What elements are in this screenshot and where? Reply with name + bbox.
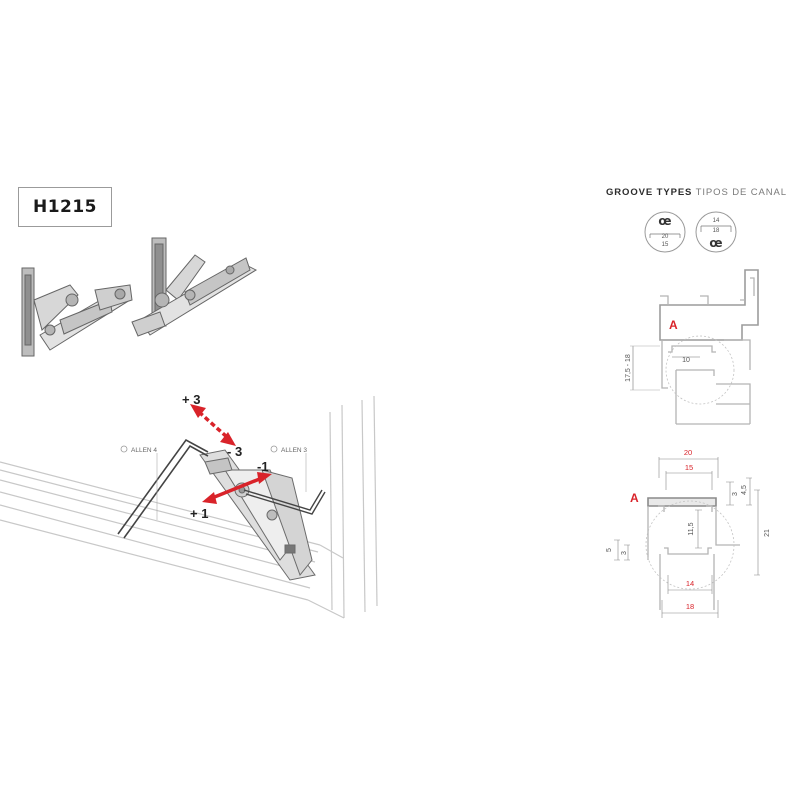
allen-4-marker-icon	[120, 445, 128, 453]
dim-14: 14	[686, 579, 694, 588]
dim-4-5: 4,5	[741, 485, 748, 495]
groove-icon-2-logo: œ	[709, 236, 722, 250]
profile-top-marker: A	[669, 318, 678, 332]
hinge-illustration-left	[21, 267, 133, 357]
adjust-label-plus3: + 3	[182, 392, 200, 407]
adjust-label-minus1: -1	[257, 459, 269, 474]
profile-top-height-dim: 17,5 - 18	[625, 354, 632, 382]
dim-20: 20	[684, 448, 692, 457]
groove-icon-1-logo: œ	[658, 214, 671, 228]
adjust-label-minus3: - 3	[227, 444, 242, 459]
groove-title-es: TIPOS DE CANAL	[695, 187, 787, 198]
dim-5: 5	[606, 548, 613, 552]
dim-3-bottom: 3	[621, 551, 628, 555]
product-code-box: H1215	[18, 187, 112, 227]
groove-icon-1-value-a: 20	[662, 234, 669, 240]
allen-3-marker-icon	[270, 445, 278, 453]
adjust-arrow-horizontal	[202, 472, 272, 504]
dim-18: 18	[686, 602, 694, 611]
groove-title-en: GROOVE TYPES	[606, 187, 693, 198]
window-frame	[0, 395, 378, 619]
dim-3-top: 3	[732, 492, 739, 496]
groove-icon-1: œ 20 15	[644, 211, 686, 253]
profile-top	[659, 269, 759, 425]
groove-icon-2: 14 18 œ	[695, 211, 737, 253]
allen-key-3	[243, 489, 326, 515]
dim-15: 15	[685, 463, 693, 472]
allen-3-label: ALLEN 3	[281, 447, 307, 454]
sash-hinge	[199, 449, 316, 581]
profile-bottom	[645, 497, 740, 610]
adjust-label-plus1: + 1	[190, 506, 208, 521]
dim-21: 21	[764, 529, 771, 537]
allen-4-label: ALLEN 4	[131, 447, 157, 454]
groove-icon-2-value-a: 14	[713, 218, 720, 224]
profile-top-width-dim: 10	[682, 357, 690, 364]
groove-types-title: GROOVE TYPES TIPOS DE CANAL	[606, 187, 787, 198]
product-code: H1215	[32, 197, 98, 217]
groove-icon-2-value-b: 18	[713, 228, 720, 234]
groove-icon-1-value-b: 15	[662, 242, 669, 248]
allen-key-4	[117, 438, 209, 539]
profile-bottom-dim-lines	[614, 457, 760, 618]
dim-11-5: 11,5	[688, 522, 695, 535]
adjust-arrow-vertical	[190, 404, 236, 446]
profile-bottom-marker: A	[630, 491, 639, 505]
hinge-illustration-right	[131, 237, 258, 337]
